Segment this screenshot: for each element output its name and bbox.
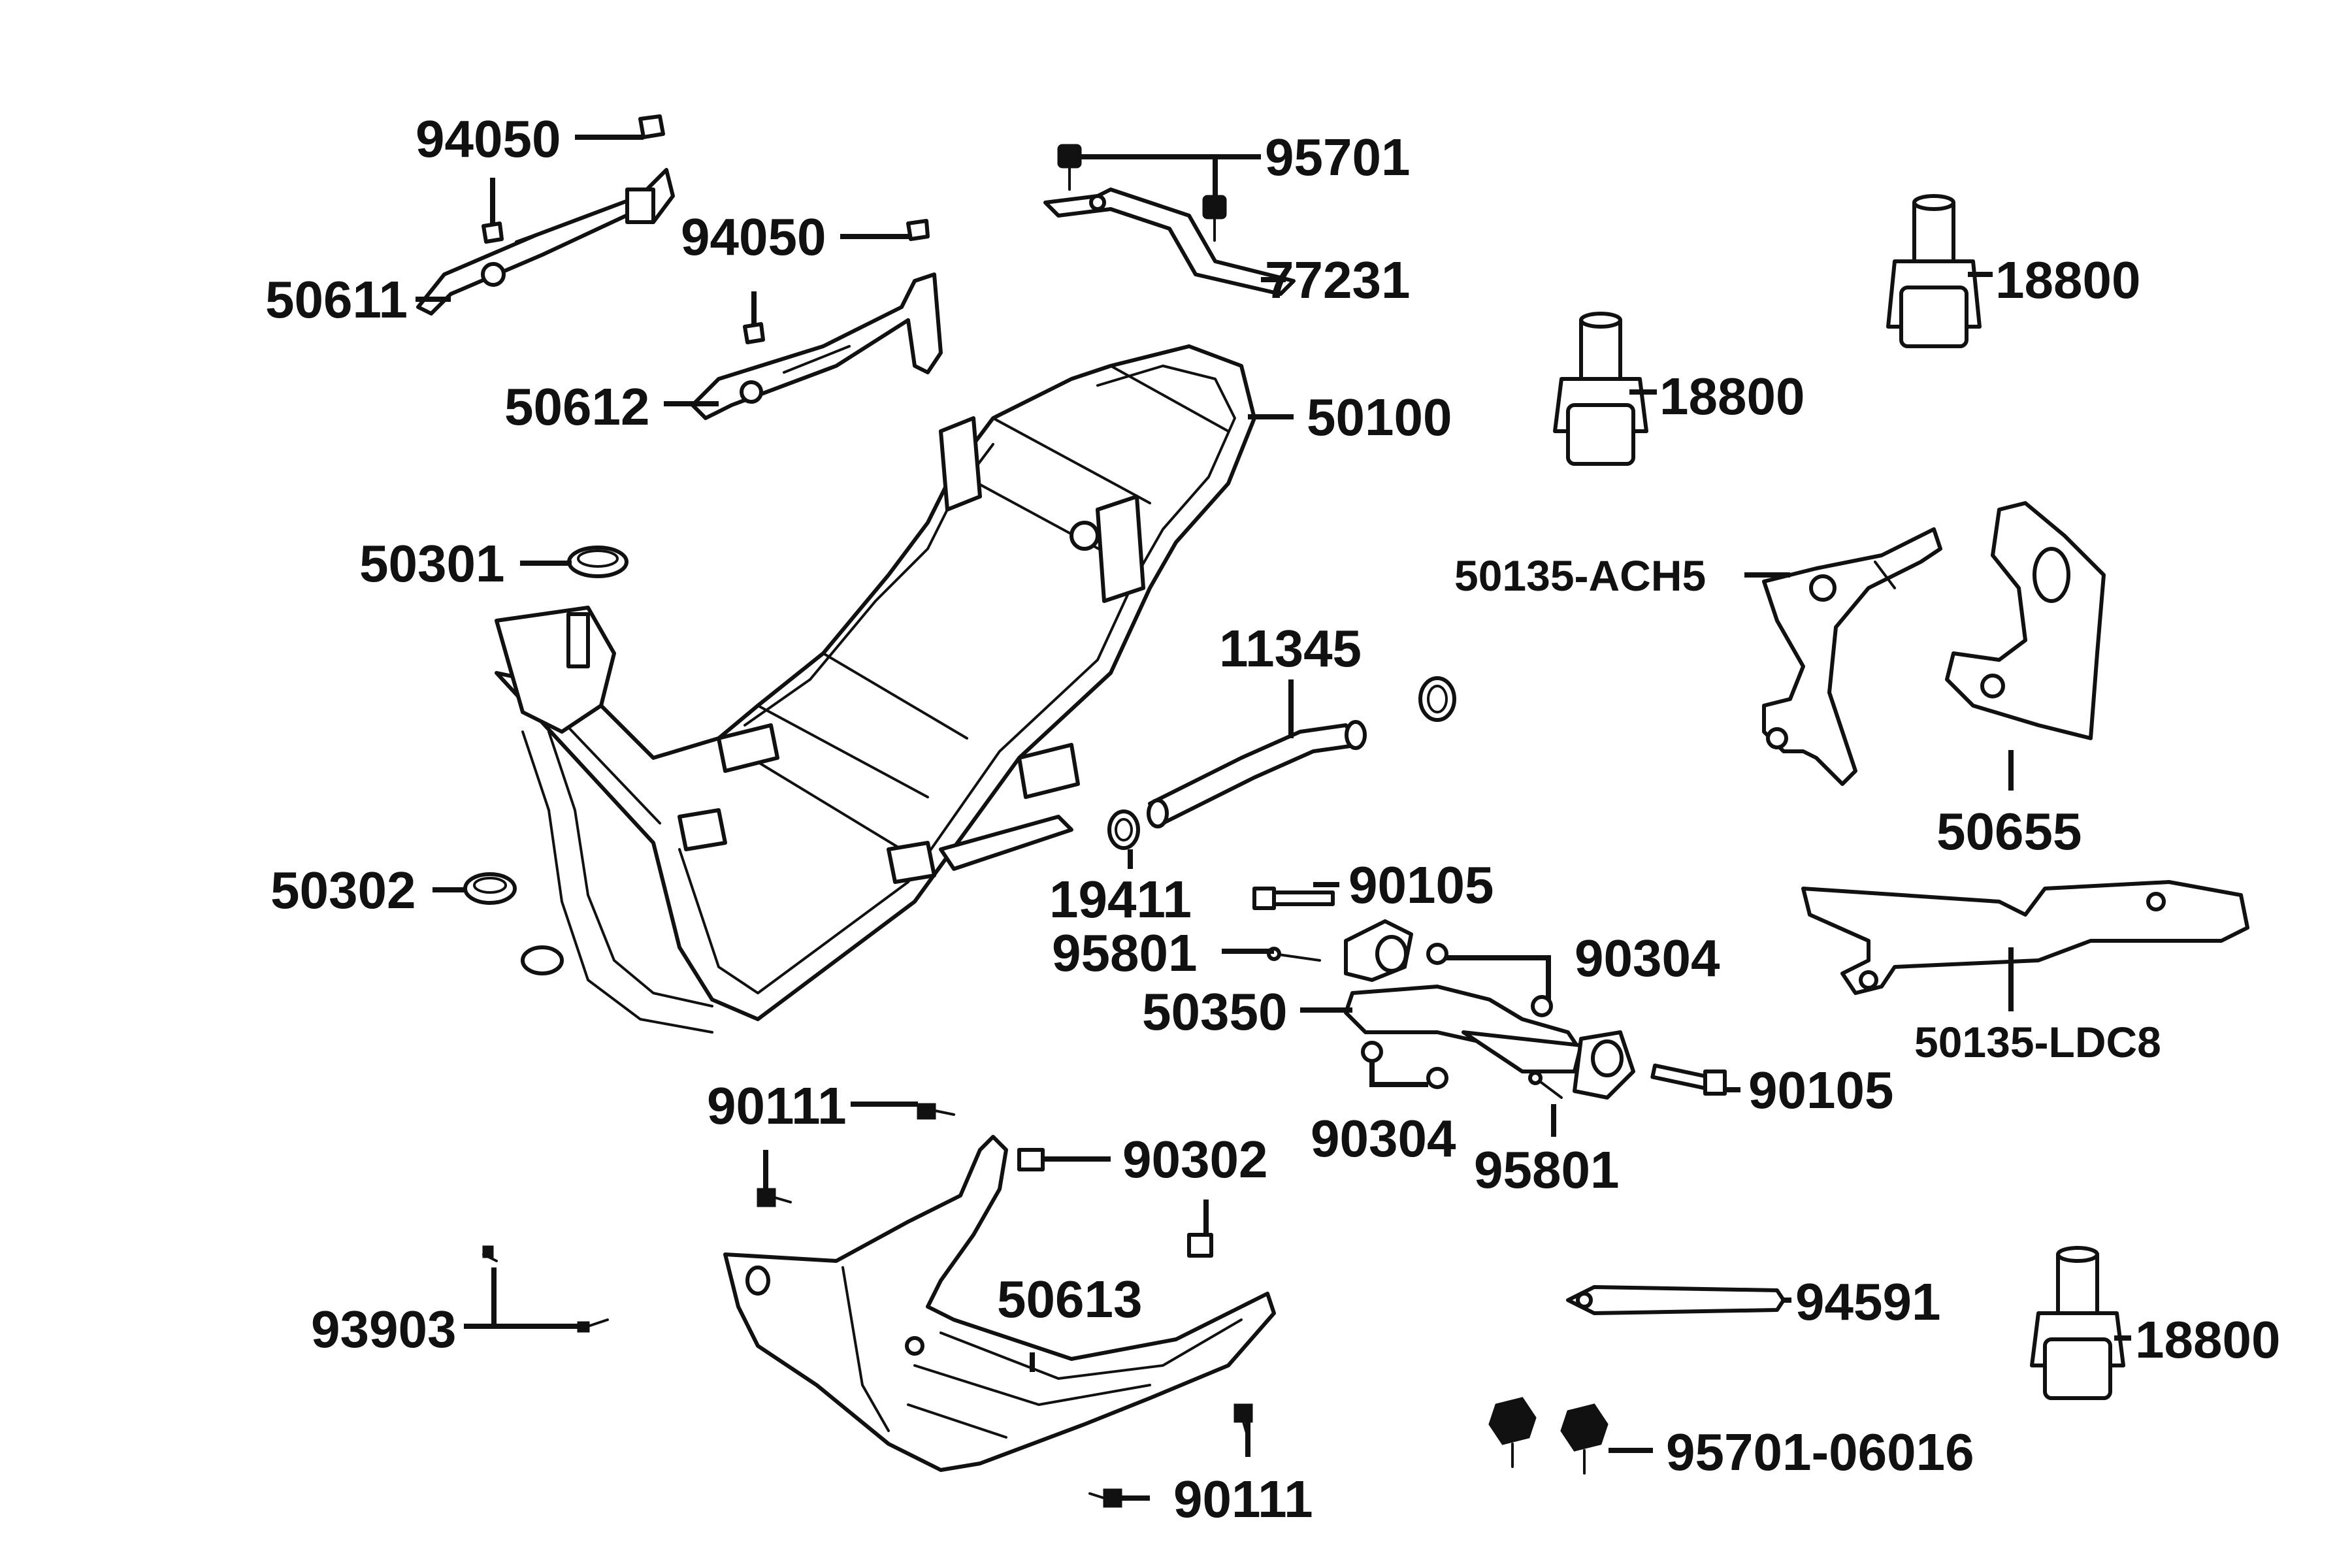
leader-90304-a [1446,955,1551,1000]
screw-90111-d-part [1088,1488,1122,1508]
bracket-50135-ach5-part [1762,527,1942,786]
label-50135-ldc8: 50135-LDC8 [1914,1018,2161,1066]
link-50350-part [1344,919,1635,1100]
nut-90304-c-part [1531,995,1553,1017]
part-labels: 94050 50611 94050 50612 95701 77231 1880… [265,110,2280,1528]
clip-90302-a-part [1017,1148,1045,1171]
nut-90304-b-part [1361,1041,1383,1063]
screw-93903-a-part [482,1245,498,1262]
bracket-50612-part [691,272,943,420]
bushing-50301-part [567,546,629,578]
nut-90304-d-part [1426,1067,1448,1089]
label-50350: 50350 [1142,983,1287,1041]
label-90304-a: 90304 [1575,929,1720,987]
cover-50613-part [723,1135,1276,1472]
label-90111-a: 90111 [707,1077,847,1135]
main-frame-part [495,344,1256,1034]
clip-94050-a-part [638,114,665,139]
label-94591: 94591 [1795,1273,1940,1331]
label-90111-b: 90111 [1173,1470,1313,1528]
bolt-95701-a-part [1057,144,1082,191]
pin-95801-a-part [1267,947,1321,962]
label-50100: 50100 [1307,388,1452,446]
leader-93903 [464,1267,581,1329]
label-18800-a: 18800 [1995,251,2140,309]
label-50302: 50302 [270,861,416,919]
label-50613: 50613 [997,1270,1142,1328]
label-11345: 11345 [1219,619,1362,678]
hose-11345-part [1147,720,1367,828]
label-94050-a: 94050 [416,110,561,168]
screw-90111-c-part [757,1188,792,1207]
label-90304-b: 90304 [1311,1109,1456,1168]
bolt-95701-06016-a-part [1488,1397,1537,1468]
label-95701: 95701 [1265,128,1410,186]
clip-90302-b-part [1187,1233,1213,1258]
strap-94591-part [1566,1285,1786,1315]
leader-90304-b [1369,1061,1428,1087]
label-94050-b: 94050 [681,208,826,266]
nut-90304-a-part [1426,943,1448,965]
label-90302: 90302 [1122,1130,1267,1188]
label-90105-a: 90105 [1348,856,1494,914]
label-50612: 50612 [504,378,649,436]
label-77231: 77231 [1265,251,1410,309]
clip-94050-d-part [743,322,765,344]
label-18800-b: 18800 [1659,367,1805,425]
label-50655: 50655 [1936,802,2082,860]
bolt-95701-06016-b-part [1560,1403,1609,1475]
label-50301: 50301 [359,534,504,593]
label-90105-b: 90105 [1748,1061,1893,1119]
label-18800-c: 18800 [2135,1311,2280,1369]
label-95801-a: 95801 [1052,924,1197,982]
rubber-18800-a-part [1886,194,1982,348]
rubber-18800-b-part [1553,312,1648,466]
bracket-50611-part [416,168,675,316]
label-19411: 19411 [1049,870,1192,928]
clamp-11345-part [1418,676,1456,722]
label-95801-b: 95801 [1474,1141,1619,1199]
bolt-90105-a-part [1252,887,1335,910]
bracket-50135-ldc8-part [1801,880,2249,995]
label-50135-ach5: 50135-ACH5 [1454,551,1706,600]
bushing-50302-part [463,872,517,905]
clip-94050-c-part [482,221,504,244]
bolt-90105-b-part [1650,1063,1727,1096]
bracket-50655-part [1945,501,2106,740]
rubber-18800-c-part [2030,1246,2125,1400]
leader-lines [416,135,2131,1501]
screw-90111-a-part [917,1103,955,1120]
label-93903: 93903 [311,1300,456,1358]
label-95701-06016: 95701-06016 [1666,1423,1974,1481]
label-50611: 50611 [265,270,408,329]
clip-94050-b-part [906,219,930,241]
clamp-19411-part [1107,809,1140,850]
pin-95801-b-part [1528,1071,1563,1099]
bolt-95701-b-part [1202,195,1227,242]
bracket-77231-part [1043,188,1296,296]
leader-95701 [1081,154,1261,196]
screw-93903-b-part [577,1318,609,1333]
